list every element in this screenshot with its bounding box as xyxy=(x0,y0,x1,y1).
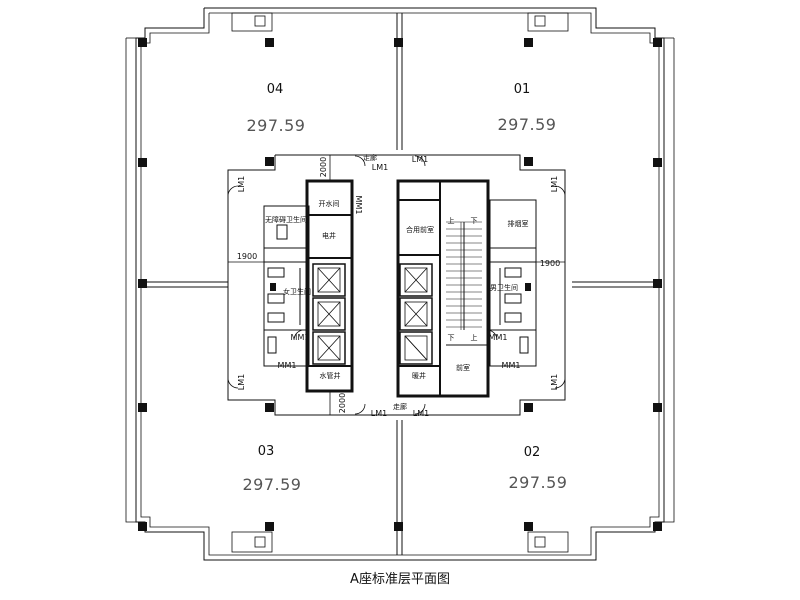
corridor-label-bottom: 走廊 xyxy=(393,402,407,411)
door-label-mm1-left-2: MM1 xyxy=(278,361,297,370)
dim-core-top: 2000 xyxy=(319,157,328,177)
room-fire-shaft: 暖井 xyxy=(412,371,426,380)
door-label-lm1-left-bottom: LM1 xyxy=(237,374,246,390)
room-male-wc: 男卫生间 xyxy=(490,283,518,292)
dim-left-toilet: 1900 xyxy=(237,252,257,261)
door-label-lm1-top-right: LM1 xyxy=(412,155,428,164)
door-label-lm1-right-bottom: LM1 xyxy=(550,374,559,390)
unit-01-area: 297.59 xyxy=(498,115,557,134)
door-label-lm1-bottom-right: LM1 xyxy=(413,409,429,418)
room-smoke: 前室 xyxy=(456,363,470,372)
room-water-well: 开水间 xyxy=(319,199,340,208)
door-label-mm1-right-1: MM1 xyxy=(489,333,508,342)
room-elec-shaft: 电井 xyxy=(322,231,336,240)
unit-02-id: 02 xyxy=(524,445,541,460)
door-label-mm1-right-2: MM1 xyxy=(502,361,521,370)
room-female-wc: 女卫生间 xyxy=(283,287,311,296)
plan-caption: A座标准层平面图 xyxy=(350,572,450,587)
room-mech: 合用前室 xyxy=(406,225,434,234)
stair-down-bottom: 下 xyxy=(448,334,455,342)
dimension-labels: 2000 2000 1900 1900 xyxy=(237,157,560,413)
room-water-pipe-shaft: 水管井 xyxy=(320,371,341,380)
unit-02-area: 297.59 xyxy=(509,473,568,492)
door-swings xyxy=(227,155,566,415)
unit-04-area: 297.59 xyxy=(247,116,306,135)
core-boundary xyxy=(227,154,566,416)
unit-01-id: 01 xyxy=(514,82,531,97)
dimension-lines xyxy=(228,155,565,415)
left-toilet-block xyxy=(263,205,310,367)
unit-partitions xyxy=(141,13,659,555)
door-label-lm1-top-left: LM1 xyxy=(372,163,388,172)
door-label-lm1-left-top: LM1 xyxy=(237,176,246,192)
stair-up-top: 上 xyxy=(448,216,455,225)
stair-down-top: 下 xyxy=(471,217,478,225)
room-labels: 开水间 无障碍卫生间 电井 女卫生间 水管井 合用前室 排烟室 男卫生间 暖井 … xyxy=(265,199,529,380)
right-toilet-block xyxy=(489,199,537,367)
door-and-corridor-labels: 走廊 LM1 LM1 走廊 LM1 LM1 LM1 LM1 LM1 LM1 MM… xyxy=(237,153,559,418)
unit-03-id: 03 xyxy=(258,444,275,459)
corridor-label-top: 走廊 xyxy=(363,153,377,162)
unit-03-area: 297.59 xyxy=(243,475,302,494)
left-core-shafts xyxy=(305,179,354,393)
room-accessible-wc: 无障碍卫生间 xyxy=(265,215,307,224)
door-label-lm1-bottom-left: LM1 xyxy=(371,409,387,418)
room-exhaust: 排烟室 xyxy=(508,219,529,228)
corner-fixtures xyxy=(231,12,569,553)
door-label-lm1-right-top: LM1 xyxy=(550,176,559,192)
unit-04-id: 04 xyxy=(267,82,284,97)
dim-right-toilet: 1900 xyxy=(540,259,560,268)
right-core-stairs xyxy=(396,179,490,398)
dim-core-bottom: 2000 xyxy=(338,393,347,413)
door-label-mm1-left-1: MM1 xyxy=(291,333,310,342)
structural-columns xyxy=(138,38,662,531)
door-label-mm1-shaft: MM1 xyxy=(354,196,363,215)
unit-labels: 04 297.59 01 297.59 03 297.59 02 297.59 xyxy=(243,82,568,494)
stair-up-bottom: 上 xyxy=(471,333,478,342)
